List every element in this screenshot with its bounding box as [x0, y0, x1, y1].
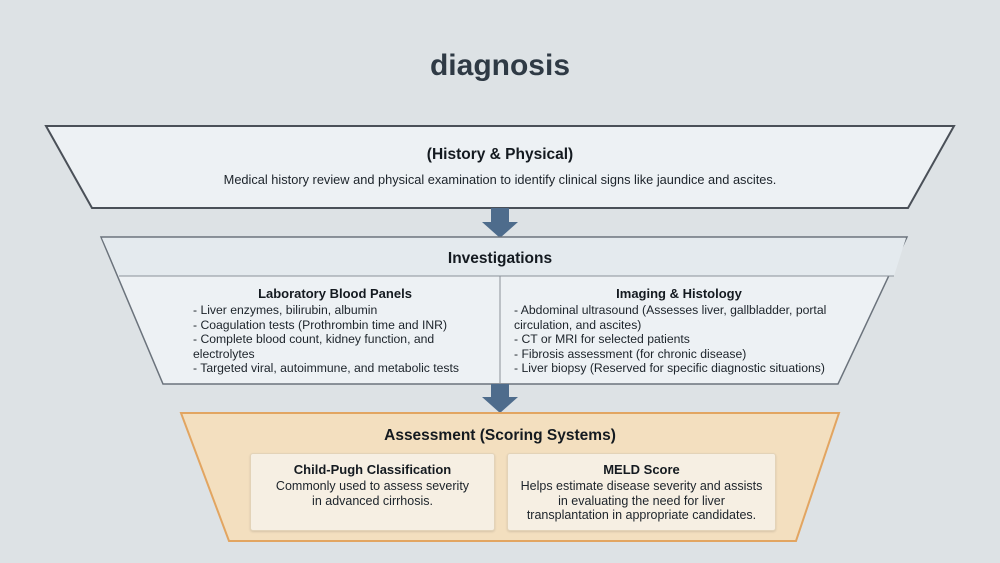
- investigations-heading: Investigations: [447, 250, 553, 267]
- list-item: - Fibrosis assessment (for chronic disea…: [514, 346, 747, 361]
- list-item: - CT or MRI for selected patients: [514, 332, 690, 346]
- child-pugh-description: Commonly used to assess severity in adva…: [251, 479, 494, 508]
- history-physical-stage: [44, 125, 956, 209]
- card-line: in advanced cirrhosis.: [312, 493, 433, 508]
- card-line: Helps estimate disease severity and assi…: [520, 479, 763, 493]
- history-physical-heading: (History & Physical): [426, 146, 574, 163]
- list-item: electrolytes: [193, 346, 255, 361]
- flow-arrow-1: [482, 208, 518, 238]
- page-title: diagnosis: [429, 49, 571, 82]
- list-item: - Abdominal ultrasound (Assesses liver, …: [514, 303, 827, 317]
- list-item: - Liver biopsy (Reserved for specific di…: [514, 361, 825, 375]
- card-line: in evaluating the need for liver: [558, 493, 725, 508]
- assessment-heading: Assessment (Scoring Systems): [384, 427, 616, 444]
- list-item: - Liver enzymes, bilirubin, albumin: [193, 303, 378, 317]
- meld-score-card: MELD Score Helps estimate disease severi…: [507, 453, 776, 531]
- lab-panels-list: - Liver enzymes, bilirubin, albumin - Co…: [193, 303, 493, 376]
- list-item: circulation, and ascites): [514, 317, 642, 332]
- child-pugh-card: Child-Pugh Classification Commonly used …: [250, 453, 495, 531]
- list-item: - Targeted viral, autoimmune, and metabo…: [193, 361, 459, 375]
- imaging-histology-heading: Imaging & Histology: [616, 286, 742, 301]
- imaging-histology-list: - Abdominal ultrasound (Assesses liver, …: [514, 303, 849, 376]
- flow-arrow-2: [482, 384, 518, 413]
- lab-panels-heading: Laboratory Blood Panels: [258, 286, 412, 301]
- card-line: Commonly used to assess severity: [275, 479, 470, 493]
- investigations-header-band: [102, 238, 906, 276]
- list-item: - Coagulation tests (Prothrombin time an…: [193, 317, 448, 332]
- list-item: - Complete blood count, kidney function,…: [193, 332, 435, 346]
- child-pugh-heading: Child-Pugh Classification: [293, 462, 452, 477]
- meld-score-description: Helps estimate disease severity and assi…: [508, 479, 775, 523]
- history-physical-description: Medical history review and physical exam…: [223, 172, 777, 187]
- card-line: transplantation in appropriate candidate…: [526, 508, 757, 522]
- meld-score-heading: MELD Score: [603, 462, 680, 477]
